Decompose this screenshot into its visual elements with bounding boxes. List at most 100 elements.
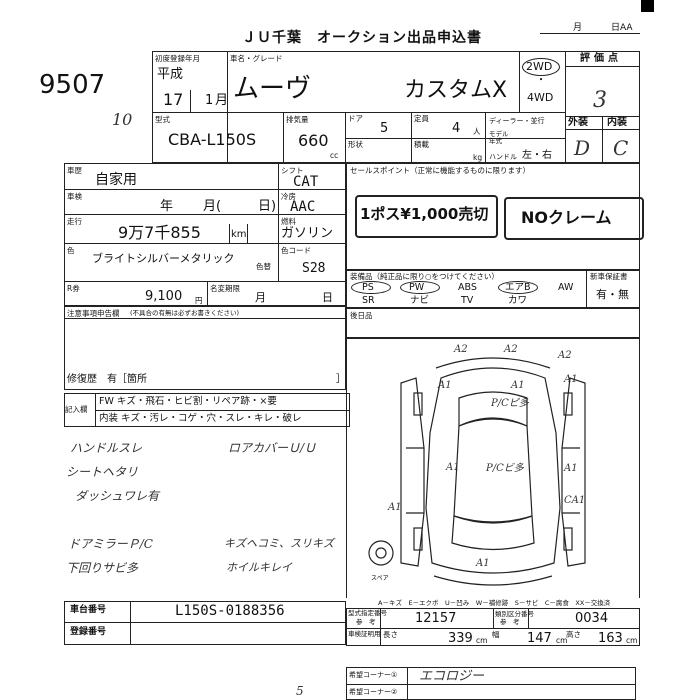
displacement-value: 660 <box>298 131 329 150</box>
corner-1-label: 希望コーナー① <box>349 671 398 679</box>
exterior-value: D <box>574 136 591 160</box>
windshield <box>458 391 528 427</box>
inspection-day: 日) <box>258 199 277 214</box>
spare-tire <box>368 540 394 566</box>
new-warranty-label: 新車保証書 <box>590 272 628 281</box>
aircon-value: AAC <box>290 199 316 215</box>
color-code: S28 <box>302 261 326 276</box>
equip-abs: ABS <box>458 282 477 293</box>
remarks-interior: 内装 キズ・汚レ・コゲ・穴・スレ・キレ・破レ <box>99 413 302 424</box>
mark-0: A2 <box>453 344 468 355</box>
day-label: 日AA <box>611 23 633 33</box>
shift-value: CAT <box>293 174 319 190</box>
fuel-value: ガソリン <box>281 226 334 241</box>
inspection-month: 月( <box>203 199 222 214</box>
displacement-unit: cc <box>330 151 339 160</box>
score-label: 評価点 <box>580 53 622 64</box>
registry-label: 登録番号 <box>70 627 107 637</box>
damage-diagram-box <box>346 338 640 598</box>
registration-month: 1 <box>205 93 214 108</box>
note-4: ドアミラーＰ/C <box>68 537 153 551</box>
name-change-label: 名変期限 <box>210 284 240 293</box>
equip-navi: ナビ <box>410 295 430 306</box>
repair-history-end: ］ <box>336 374 346 385</box>
form-title: ＪＵ千葉 オークション出品申込書 <box>242 30 482 46</box>
doors-label: ドア <box>348 114 363 123</box>
history-label: 車歴 <box>67 166 82 175</box>
exterior-label: 外装 <box>568 117 588 128</box>
recycle-unit: 円 <box>195 296 203 305</box>
class-sub: 参 考 <box>500 618 520 626</box>
lot-number: 9507 <box>39 70 106 100</box>
wheel-rr <box>563 527 573 551</box>
capacity-label: 積載 <box>414 140 429 149</box>
mark-9: A1 <box>563 463 578 474</box>
class-value: 0034 <box>575 611 609 626</box>
height-label: 高さ <box>566 630 581 639</box>
wheel-rl <box>413 527 423 551</box>
notes-box <box>64 306 346 390</box>
mark-2: A2 <box>557 350 572 361</box>
history-value: 自家用 <box>95 172 137 188</box>
equip-sr: SR <box>362 295 375 306</box>
registration-label: 初度登録年月 <box>155 54 200 63</box>
details-box <box>64 163 346 306</box>
mark-3: A1 <box>437 380 452 391</box>
note-5: 下回りサビ多 <box>66 561 139 575</box>
new-warranty-value: 有・無 <box>596 288 629 301</box>
name-change-day: 日 <box>322 291 333 304</box>
after-seat-box <box>346 308 640 338</box>
stamp-one-pos-text: 1ポス¥1,000売切 <box>360 205 489 223</box>
handle-options: 左・右 <box>522 150 552 161</box>
note-3: ダッシュワレ有 <box>75 489 160 503</box>
mark-8: A1 <box>445 462 460 473</box>
equip-aw: AW <box>558 282 574 293</box>
class-label: 類別区分番号 <box>495 610 534 618</box>
displacement-label: 排気量 <box>286 115 309 124</box>
mark-11: CA1 <box>564 495 585 506</box>
interior-value: C <box>613 136 629 160</box>
inspection-label: 車検 <box>67 192 82 201</box>
drive-dot: ・ <box>536 75 546 86</box>
note-7: キズヘコミ、スリキズ <box>224 537 334 550</box>
model-label: 型式 <box>155 115 170 124</box>
rear-window <box>451 515 535 551</box>
dealer-label: ディーラー・並行 <box>489 117 545 125</box>
height-value: 163 <box>598 631 623 646</box>
name-change-month: 月 <box>255 291 266 304</box>
mark-7: P/Cビ多 <box>485 462 525 474</box>
seats-label: 定員 <box>414 114 429 123</box>
remarks-fw: FW キズ・飛石・ヒビ割・リペア跡・×要 <box>99 396 277 407</box>
corner-1-value: エコロジー <box>419 669 485 684</box>
car-grade: カスタムX <box>404 78 508 103</box>
notes-sublabel: (不具合の有無は必ずお書きください) <box>130 309 240 317</box>
type-sub: 参 考 <box>356 618 376 626</box>
model-note: 10 <box>112 110 133 129</box>
equip-leather: カワ <box>508 295 528 306</box>
note-6: ロアカバーＵ/Ｕ <box>228 441 317 455</box>
sales-point-box <box>346 163 640 270</box>
interior-label: 内装 <box>607 117 627 128</box>
corner-mark <box>641 0 654 12</box>
wheel-fr <box>563 392 573 416</box>
aircon-label: 冷房 <box>281 192 296 201</box>
registration-year: 17 <box>163 90 184 109</box>
vehicle-info-box <box>152 51 640 163</box>
left-side <box>400 377 425 567</box>
seats-unit: 人 <box>473 127 481 136</box>
wheel-fl <box>413 392 423 416</box>
color-value: ブライトシルバーメタリック <box>92 252 235 265</box>
note-1: ハンドルスレ <box>70 441 143 455</box>
length-unit: cm <box>476 636 488 645</box>
car-name-label: 車名・グレード <box>230 54 283 63</box>
month-label: 月 <box>573 23 583 33</box>
equip-ps: PS <box>362 282 374 293</box>
color-label: 色 <box>67 246 75 255</box>
chassis-value: L150S-0188356 <box>175 603 285 619</box>
length-label: 長さ <box>383 630 398 639</box>
footnote-mark: 5 <box>296 684 304 698</box>
seats-value: 4 <box>452 121 461 136</box>
stamp-no-claim-text: NOクレーム <box>521 208 612 227</box>
notes-label: 注意事項申告欄 <box>67 309 120 318</box>
equipment-box <box>346 270 640 308</box>
